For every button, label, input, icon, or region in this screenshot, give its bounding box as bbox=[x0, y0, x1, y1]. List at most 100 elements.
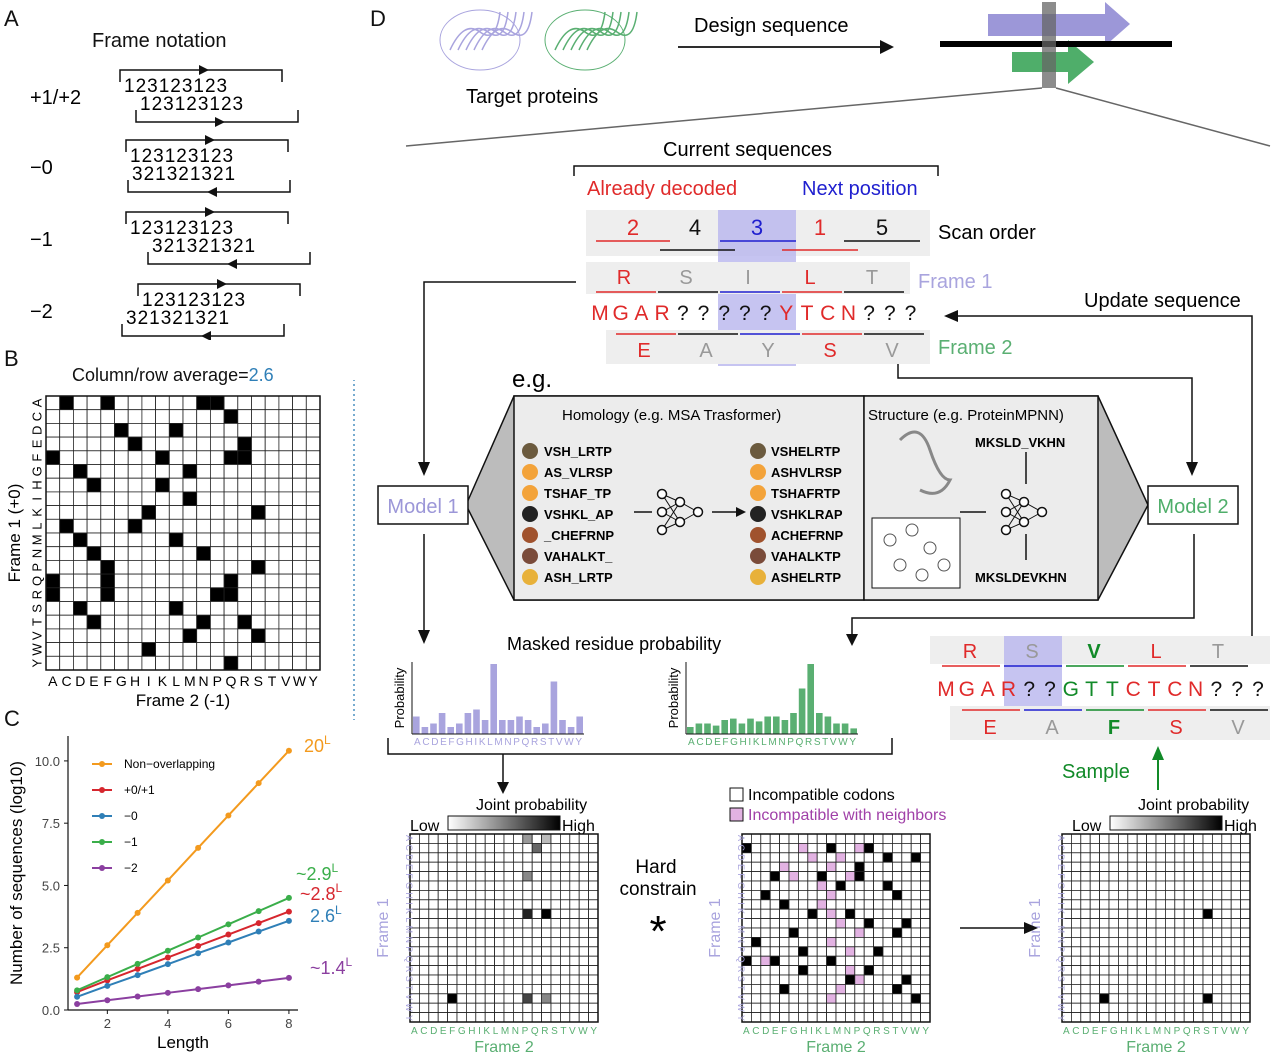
matrix-cell bbox=[760, 974, 771, 985]
matrix-cell bbox=[428, 833, 439, 844]
matrix-cell bbox=[578, 1002, 590, 1014]
nucleotide: M bbox=[591, 302, 609, 325]
matrix-cell bbox=[1183, 974, 1194, 985]
matrix-cell bbox=[578, 1012, 590, 1023]
matrix-cell bbox=[1202, 843, 1213, 854]
update-arrow bbox=[958, 315, 1253, 652]
matrix-cell bbox=[892, 908, 903, 920]
animal-icon bbox=[522, 485, 538, 501]
matrix-cell bbox=[447, 1002, 458, 1014]
msa-input-seq: ASH_LRTP bbox=[544, 570, 613, 585]
matrix-cell bbox=[1202, 946, 1213, 957]
matrix-cell bbox=[1230, 852, 1241, 863]
matrix-cell bbox=[1240, 871, 1251, 882]
matrix-cell bbox=[494, 890, 505, 901]
matrix-cell bbox=[1230, 937, 1241, 948]
matrix-cell bbox=[1136, 890, 1147, 901]
matrix-cell bbox=[475, 946, 486, 957]
matrix-cell bbox=[901, 861, 912, 873]
series-line bbox=[76, 910, 290, 993]
matrix-cell bbox=[560, 946, 571, 957]
animal-icon bbox=[522, 506, 538, 522]
matrix-x-alphabet: ACDEFGHIKLMNPQRSTVWY bbox=[743, 1026, 929, 1037]
matrix-cell bbox=[503, 946, 514, 957]
matrix-cell bbox=[428, 899, 439, 910]
matrix-cell bbox=[1099, 833, 1110, 844]
matrix-cell bbox=[522, 918, 533, 929]
matrix-cell bbox=[816, 843, 828, 854]
matrix-cell bbox=[1221, 1012, 1232, 1023]
matrix-cell bbox=[475, 880, 486, 891]
nucleotide: ? bbox=[863, 302, 875, 325]
matrix-cell bbox=[1089, 984, 1100, 995]
matrix-cell bbox=[845, 843, 856, 854]
matrix-cell bbox=[920, 984, 931, 995]
matrix-cell bbox=[920, 899, 931, 910]
matrix-cell bbox=[531, 871, 543, 882]
matrix-cell bbox=[465, 908, 477, 920]
matrix-cell bbox=[769, 937, 781, 948]
model1-arrowhead bbox=[418, 630, 430, 644]
matrix-cell bbox=[1221, 984, 1232, 995]
frame-notation-diagram: +1/+2123123123123123123−0123123123321321… bbox=[30, 65, 311, 340]
matrix-cell bbox=[1165, 871, 1176, 882]
matrix-cell bbox=[1089, 974, 1100, 985]
matrix-cell bbox=[1155, 965, 1166, 976]
prob-bar bbox=[833, 723, 840, 734]
matrix-cell bbox=[760, 937, 771, 948]
matrix-cell bbox=[541, 993, 552, 1004]
prob-bar bbox=[738, 723, 746, 734]
protein-strand bbox=[481, 11, 533, 51]
eg-label: e.g. bbox=[512, 366, 552, 393]
matrix-cell bbox=[541, 908, 552, 920]
animal-icon bbox=[750, 506, 766, 522]
matrix-cell bbox=[1193, 861, 1204, 873]
matrix-cell bbox=[1127, 880, 1138, 891]
matrix-cell bbox=[816, 833, 828, 844]
series-point bbox=[74, 974, 81, 981]
matrix-cell bbox=[1155, 908, 1166, 920]
matrix-cell bbox=[873, 918, 884, 929]
matrix-cell bbox=[578, 852, 590, 863]
matrix-cell bbox=[882, 1002, 893, 1014]
result-nucleotide: ? bbox=[1231, 678, 1243, 701]
matrix-cell bbox=[910, 871, 922, 882]
matrix-cell bbox=[531, 937, 543, 948]
x-tick-label: 4 bbox=[164, 1016, 171, 1031]
result-arrowhead bbox=[1024, 922, 1038, 934]
matrix-cell bbox=[588, 918, 599, 929]
matrix-cell bbox=[1080, 908, 1091, 920]
matrix-cell bbox=[1212, 927, 1223, 938]
prob-bar bbox=[764, 716, 771, 734]
matrix-cell bbox=[513, 927, 524, 938]
matrix-cell bbox=[835, 843, 846, 854]
matrix-cell bbox=[503, 871, 514, 882]
matrix-cell bbox=[1118, 927, 1129, 938]
matrix-cell bbox=[1089, 908, 1100, 920]
matrix-cell bbox=[920, 1002, 931, 1014]
matrix-cell bbox=[1099, 908, 1110, 920]
series-point bbox=[285, 747, 292, 754]
matrix-cell bbox=[1071, 927, 1082, 938]
series-point bbox=[285, 917, 292, 924]
matrix-cell bbox=[863, 880, 875, 891]
matrix-cell bbox=[447, 861, 458, 873]
matrix-cell bbox=[892, 852, 903, 863]
matrix-cell bbox=[1240, 1002, 1251, 1014]
matrix-cell bbox=[513, 974, 524, 985]
matrix-cell bbox=[769, 946, 781, 957]
matrix-cell bbox=[1146, 852, 1157, 863]
matrix-cell bbox=[560, 1002, 571, 1014]
prob-bar bbox=[850, 728, 857, 734]
matrix-cell bbox=[569, 1012, 580, 1023]
matrix-cell bbox=[541, 984, 552, 995]
matrix-cell bbox=[1099, 899, 1110, 910]
matrix-cell bbox=[920, 861, 931, 873]
y-tick-label: V bbox=[29, 631, 44, 640]
matrix-cell bbox=[826, 955, 837, 967]
matrix-cell bbox=[475, 890, 486, 901]
matrix-cell bbox=[1146, 965, 1157, 976]
matrix-cell bbox=[1155, 843, 1166, 854]
animal-icon bbox=[750, 527, 766, 543]
frame1-label: Frame 1 bbox=[918, 271, 992, 293]
